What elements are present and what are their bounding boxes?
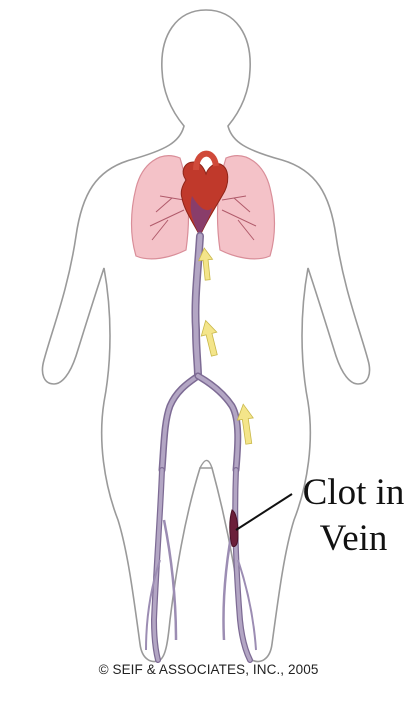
inner-leg-line (200, 460, 212, 468)
right-iliac-vein-fill (198, 376, 238, 470)
clot-callout-line1: Clot in (290, 470, 417, 516)
flow-arrow-middle (198, 319, 222, 358)
left-iliac-vein-fill (162, 376, 198, 470)
left-lung (132, 156, 189, 259)
copyright-notice: © SEIF & ASSOCIATES, INC., 2005 (0, 662, 417, 677)
clot-callout-label: Clot in Vein (290, 470, 417, 562)
clot-callout-line2: Vein (290, 516, 417, 562)
callout-leader-line (236, 494, 292, 530)
